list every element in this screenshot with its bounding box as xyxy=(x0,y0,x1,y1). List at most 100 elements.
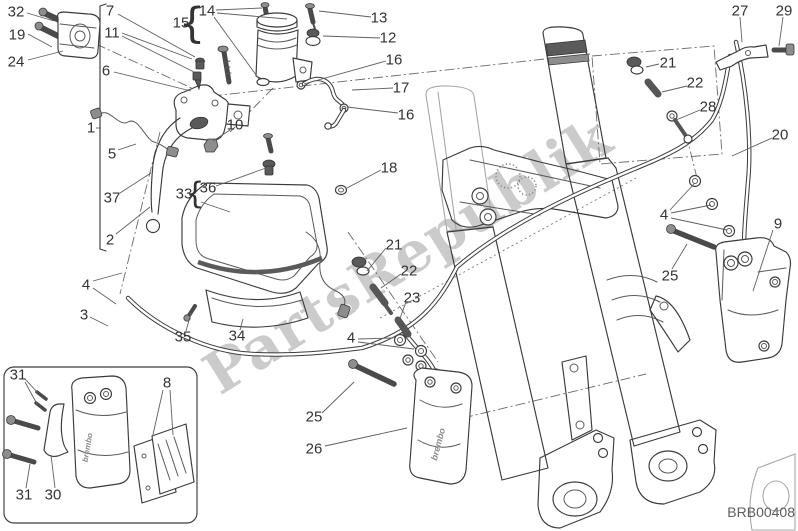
callout-24: 24 xyxy=(8,54,25,71)
callout-27: 27 xyxy=(732,3,749,20)
callout-5: 5 xyxy=(108,146,116,163)
callout-11: 11 xyxy=(104,25,120,42)
callout-7: 7 xyxy=(106,3,114,20)
leader-line-23 xyxy=(398,301,407,322)
leader-line-4 xyxy=(670,217,728,231)
leader-line-17 xyxy=(351,87,394,91)
diagram-code: BRB00408 xyxy=(727,504,795,520)
leader-line-30 xyxy=(50,454,56,489)
callout-26: 26 xyxy=(306,441,323,458)
leader-line-22 xyxy=(380,273,402,289)
callout-12: 12 xyxy=(380,30,397,47)
leader-line-25 xyxy=(671,243,688,270)
callout-29: 29 xyxy=(776,3,793,20)
leader-line-5 xyxy=(117,143,137,151)
leader-line-29 xyxy=(778,16,784,47)
callout-23: 23 xyxy=(404,290,421,307)
callout-25: 25 xyxy=(662,268,679,285)
leader-line-12 xyxy=(322,35,381,39)
callout-32: 32 xyxy=(8,4,25,21)
brace-33: { xyxy=(185,177,204,212)
group-bracket-1 xyxy=(99,3,107,252)
front-fork-assembly xyxy=(425,26,796,531)
callout-20: 20 xyxy=(772,127,789,144)
callout-35: 35 xyxy=(175,329,192,346)
callout-10: 10 xyxy=(227,117,244,134)
callout-2: 2 xyxy=(106,232,114,249)
leader-line-26 xyxy=(324,427,408,447)
leader-line-4 xyxy=(669,183,695,211)
callout-31: 31 xyxy=(16,487,33,504)
front-brake-lines xyxy=(125,39,795,387)
right-brake-caliper xyxy=(715,237,792,363)
caliper-detail-inset: brembo xyxy=(2,366,198,524)
leader-line-13 xyxy=(318,10,372,18)
leader-line-18 xyxy=(346,169,382,189)
leader-line-28 xyxy=(675,109,701,121)
leader-line-31 xyxy=(24,381,38,405)
callout-36: 36 xyxy=(200,180,217,197)
callout-13: 13 xyxy=(371,10,388,27)
leader-line-2 xyxy=(115,206,151,235)
leader-line-4 xyxy=(92,287,117,305)
callout-4: 4 xyxy=(347,330,355,347)
leader-line-14 xyxy=(216,12,288,20)
leader-line-31 xyxy=(25,463,31,489)
callout-34: 34 xyxy=(229,328,246,345)
leader-line-4 xyxy=(357,337,394,340)
callout-22: 22 xyxy=(687,75,704,92)
callout-33: 33 xyxy=(176,186,193,203)
leader-line-10 xyxy=(212,129,231,142)
leader-line-27 xyxy=(739,16,743,43)
callout-21: 21 xyxy=(386,237,403,254)
brace-15: { xyxy=(179,0,206,48)
leader-line-37 xyxy=(119,172,152,194)
callout-14: 14 xyxy=(199,3,216,20)
leader-line-25 xyxy=(321,381,355,414)
callout-16: 16 xyxy=(398,107,415,124)
leader-line-8 xyxy=(151,389,164,440)
leader-line-33 xyxy=(200,201,231,213)
leader-line-6 xyxy=(113,71,192,92)
leader-line-32 xyxy=(26,12,55,22)
leader-line-35 xyxy=(185,312,192,332)
leader-line-7 xyxy=(117,13,196,58)
leader-line-24 xyxy=(27,50,64,61)
handguard xyxy=(181,182,351,328)
callout-8: 8 xyxy=(163,375,171,392)
leader-line-4 xyxy=(357,341,415,350)
callout-30: 30 xyxy=(45,487,62,504)
leader-line-9 xyxy=(752,229,774,292)
callout-19: 19 xyxy=(9,27,26,44)
leader-line-31 xyxy=(24,378,39,394)
leader-line-21 xyxy=(645,63,660,68)
leader-line-11 xyxy=(121,35,195,73)
callout-4: 4 xyxy=(82,277,90,294)
lever-clamp-assembly xyxy=(34,7,101,59)
leader-line-14 xyxy=(213,16,260,80)
callout-18: 18 xyxy=(381,160,398,177)
leader-line-16 xyxy=(303,60,387,85)
fluid-reservoir-assembly xyxy=(255,2,349,196)
callout-28: 28 xyxy=(700,99,717,116)
leader-line-36 xyxy=(215,167,267,187)
bottom-brake-caliper: brembo xyxy=(409,367,473,485)
callout-25: 25 xyxy=(306,409,323,426)
callout-21: 21 xyxy=(660,55,677,72)
callout-37: 37 xyxy=(104,190,121,207)
leader-line-20 xyxy=(731,137,773,157)
callout-4: 4 xyxy=(660,207,668,224)
leader-line-11 xyxy=(121,32,193,60)
brake-master-cylinder xyxy=(90,45,274,234)
callout-6: 6 xyxy=(102,63,110,80)
callout-9: 9 xyxy=(774,216,782,233)
callout-17: 17 xyxy=(393,80,410,97)
leader-line-22 xyxy=(661,85,688,93)
leader-line-21 xyxy=(366,247,387,272)
leader-line-34 xyxy=(239,318,244,331)
leader-line-14 xyxy=(215,7,263,11)
leader-line-16 xyxy=(346,106,399,114)
leader-line-8 xyxy=(169,389,174,436)
